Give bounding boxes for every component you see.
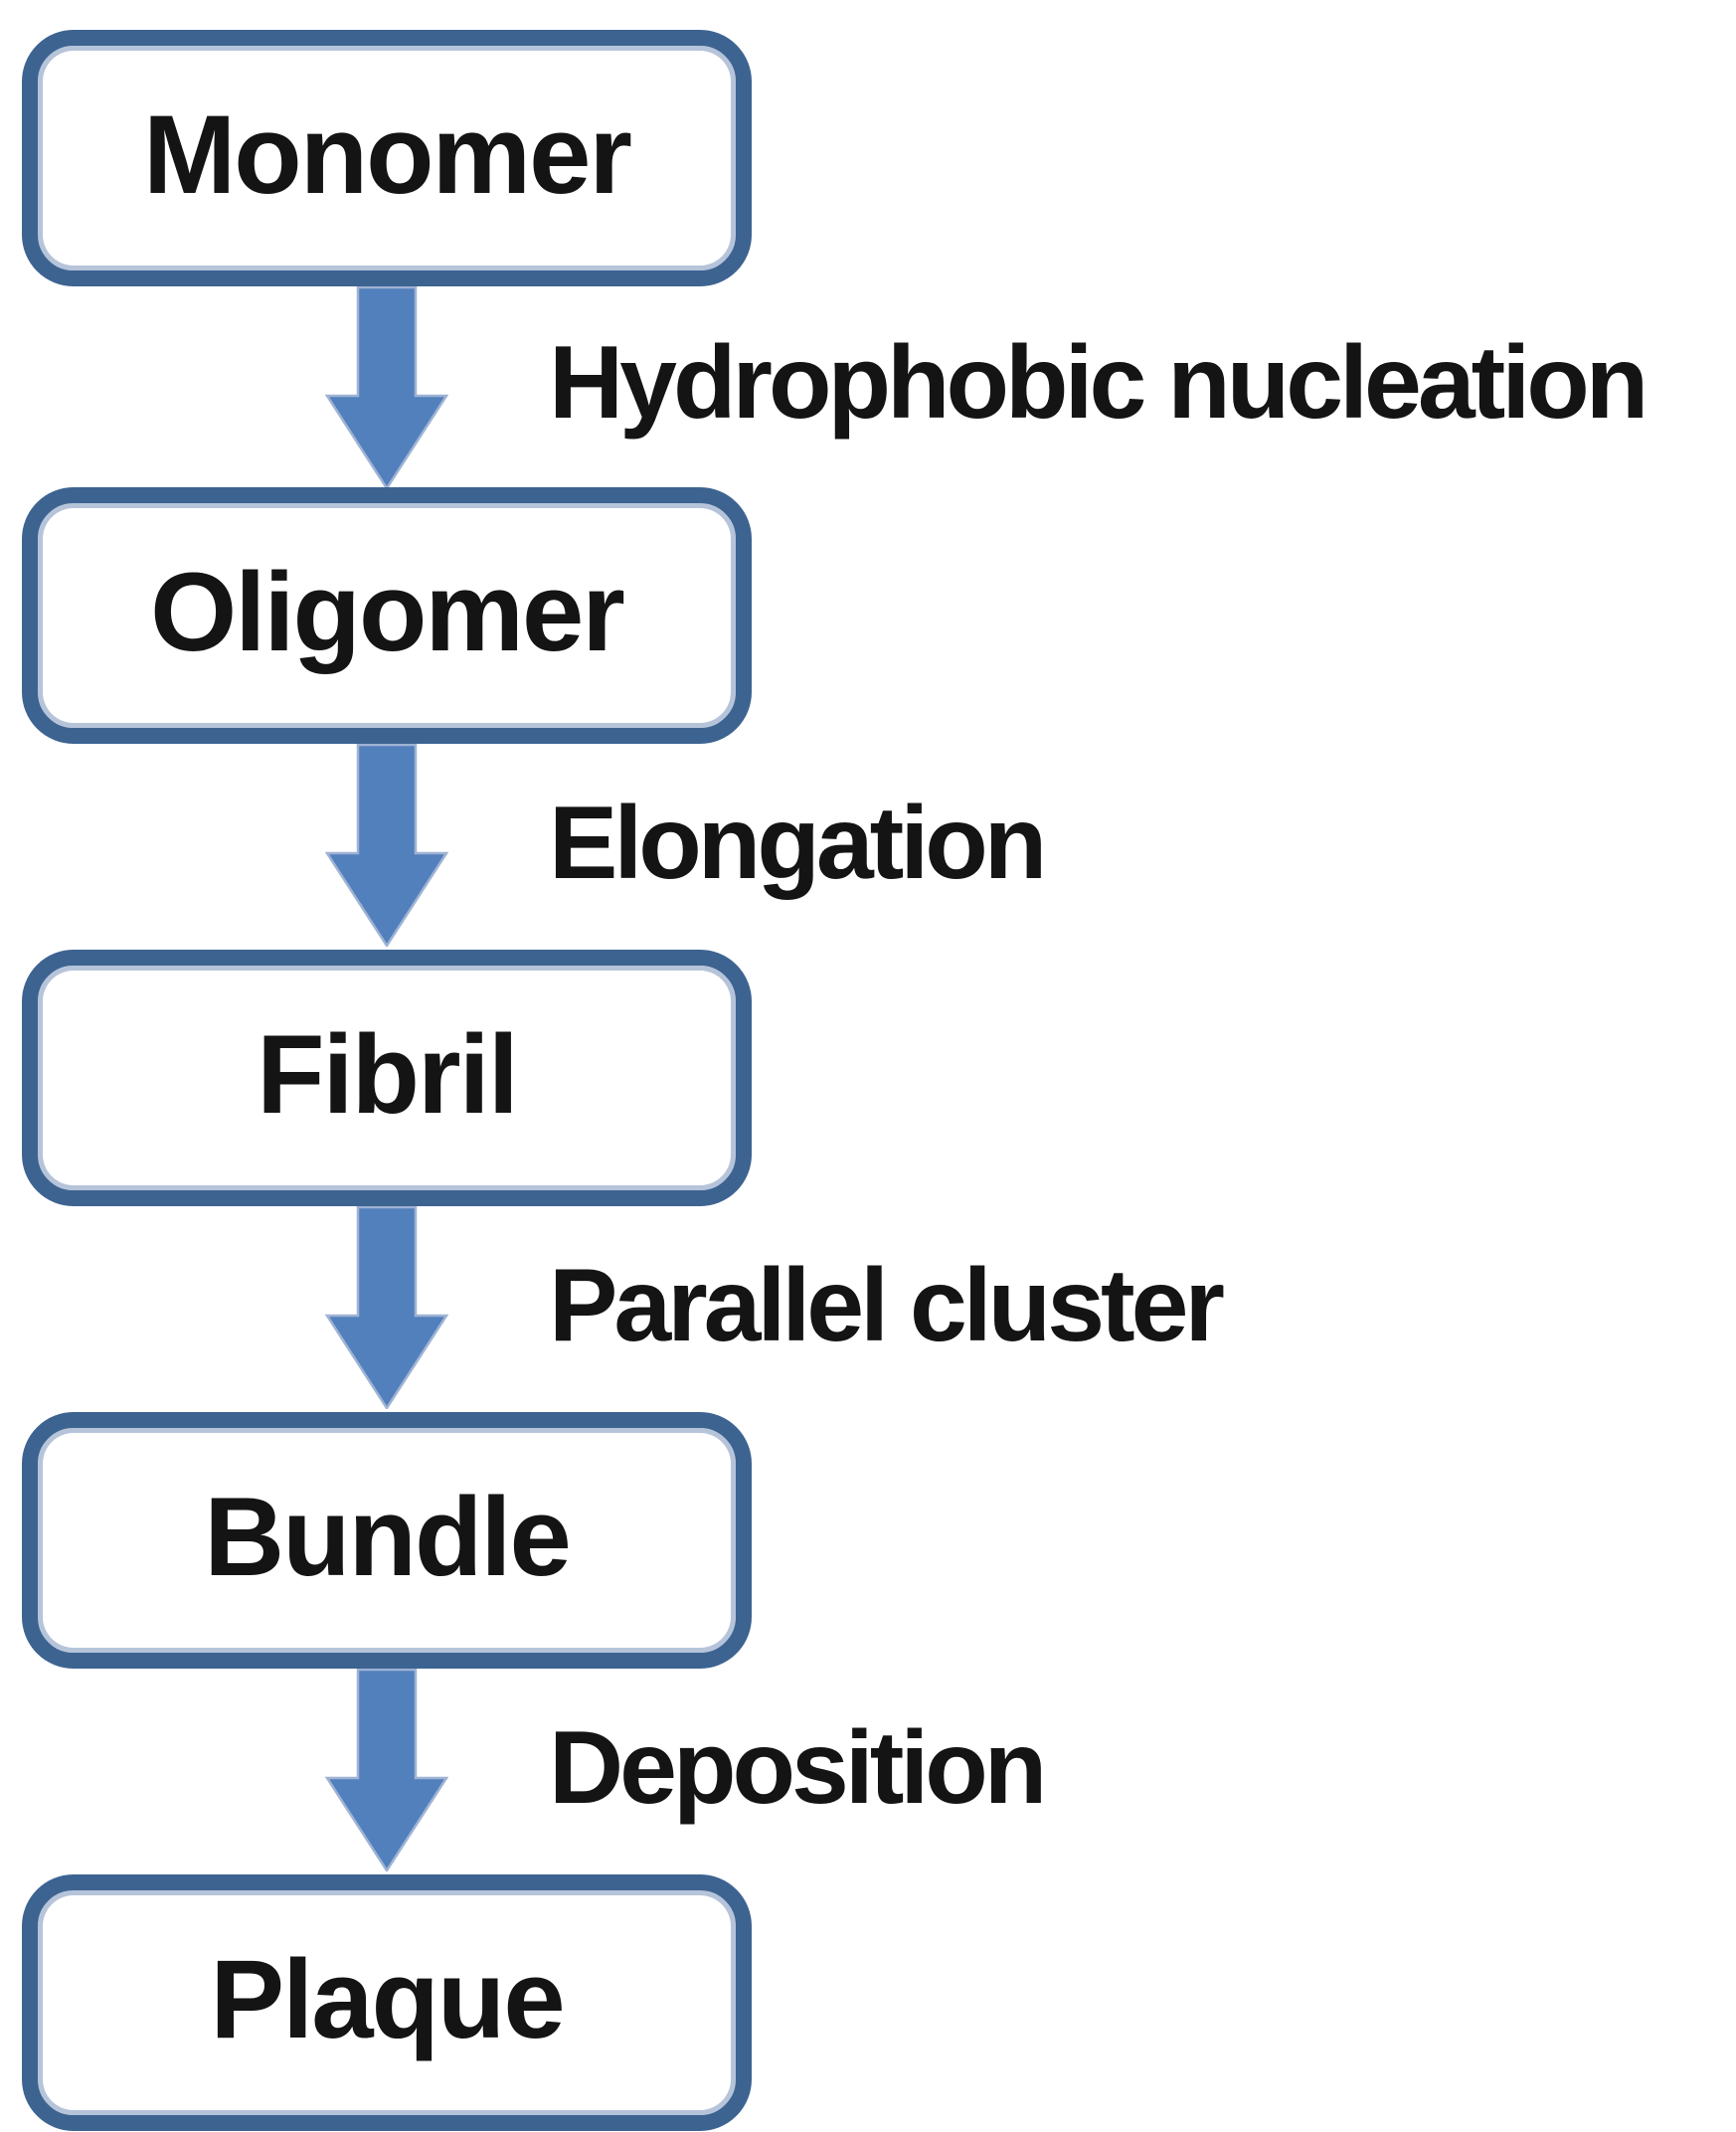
node-fibril-label: Fibril (257, 1011, 519, 1137)
down-arrow-icon (325, 1669, 448, 1871)
node-plaque-label: Plaque (210, 1936, 565, 2061)
node-bundle: Bundle (22, 1412, 752, 1669)
node-fibril: Fibril (22, 950, 752, 1206)
edge-label-deposition: Deposition (549, 1709, 1047, 1826)
node-monomer-label: Monomer (143, 91, 632, 217)
node-oligomer-label: Oligomer (150, 549, 625, 674)
down-arrow-icon (325, 286, 448, 489)
node-plaque: Plaque (22, 1874, 752, 2131)
edge-label-hydrophobic-nucleation: Hydrophobic nucleation (549, 324, 1649, 441)
down-arrow-icon (325, 1206, 448, 1409)
edge-label-parallel-cluster: Parallel cluster (549, 1247, 1225, 1363)
down-arrow-icon (325, 744, 448, 947)
node-oligomer: Oligomer (22, 487, 752, 744)
edge-label-elongation: Elongation (549, 785, 1047, 901)
node-bundle-label: Bundle (204, 1474, 572, 1599)
node-monomer: Monomer (22, 30, 752, 286)
